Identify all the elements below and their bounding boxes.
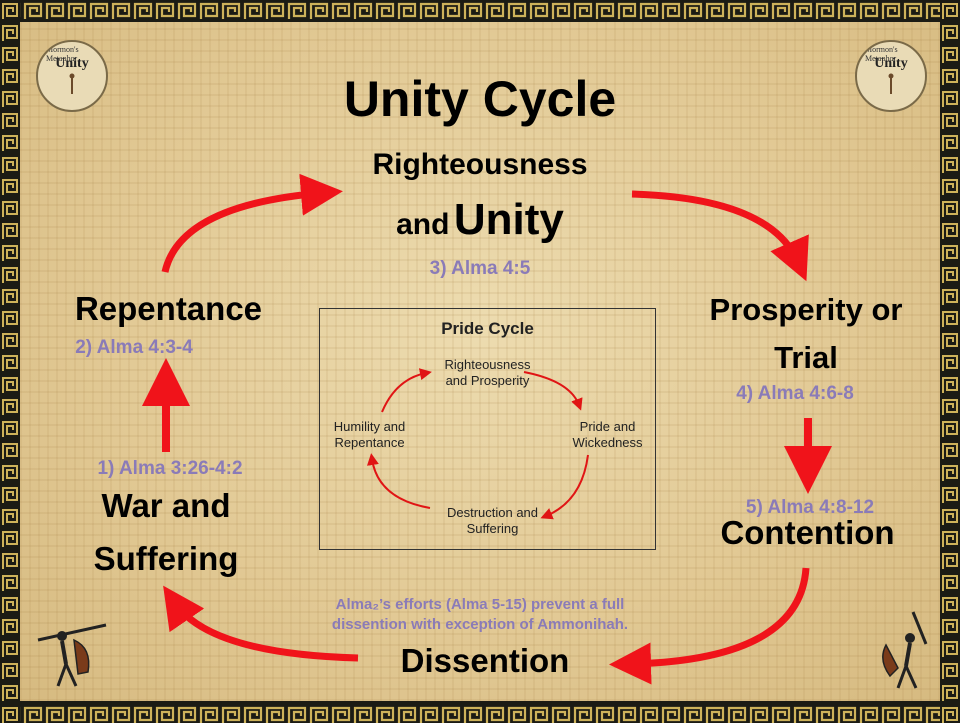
node-dissention-note-line1: Alma₂’s efforts (Alma 5-15) prevent a fu…: [335, 596, 625, 613]
warrior-club-icon: [882, 611, 928, 689]
logo-text: Unity: [55, 56, 89, 71]
node-war-line1: War and: [101, 487, 231, 524]
logo-text: Unity: [874, 56, 908, 71]
warrior-spear-icon: [37, 623, 107, 687]
pride-node-left-line2: Repentance: [334, 435, 405, 451]
pride-node-left-line1: Humility and: [333, 419, 406, 434]
node-dissention-label: Dissention: [400, 642, 570, 679]
node-war-ref: 1) Alma 3:26-4:2: [97, 458, 243, 479]
node-dissention-note-line2: dissention with exception of Ammonihah.: [331, 616, 629, 633]
node-righteousness-unity: Unity: [453, 195, 564, 244]
pride-node-bottom-line1: Destruction and: [446, 505, 539, 520]
node-war-line2: Suffering: [93, 540, 239, 577]
page-title: Unity Cycle: [343, 71, 617, 127]
pride-node-bottom-line2: Suffering: [466, 521, 519, 537]
logo-right: Unity Mormon's Metaphor: [855, 40, 927, 112]
pride-node-right-line1: Pride and: [579, 419, 636, 434]
arrow-repentance-to-righteousness: [161, 173, 343, 273]
pride-node-right: Pride and Wickedness: [560, 419, 655, 452]
warrior-icon: [69, 73, 75, 94]
pride-cycle-title: Pride Cycle: [441, 319, 534, 338]
node-prosperity-line2: Trial: [774, 340, 838, 375]
pride-node-top-line2: and Prosperity: [445, 373, 530, 389]
pride-node-bottom: Destruction and Suffering: [425, 505, 560, 538]
node-prosperity-line1: Prosperity or: [709, 292, 903, 327]
node-contention-label: Contention: [720, 514, 895, 551]
warrior-icon: [888, 73, 894, 94]
pride-node-top-line1: Righteousness: [444, 357, 531, 372]
node-righteousness-ref: 3) Alma 4:5: [429, 258, 531, 279]
node-repentance-ref: 2) Alma 4:3-4: [75, 337, 193, 358]
node-righteousness-line1: Righteousness: [372, 148, 588, 181]
logo-arc-text: Mormon's Metaphor: [865, 45, 898, 63]
node-prosperity-ref: 4) Alma 4:6-8: [736, 383, 854, 404]
node-righteousness-line2: and Unity: [330, 195, 630, 245]
pride-cycle-arrows: [366, 368, 589, 520]
arrow-contention-to-dissention: [609, 567, 810, 685]
node-righteousness-and: and: [396, 208, 450, 241]
node-contention-ref: 5) Alma 4:8-12: [745, 497, 875, 518]
pride-node-left: Humility and Repentance: [322, 419, 417, 452]
pride-cycle-diagram: Pride Cycle Righteousness and Prosperity…: [319, 308, 656, 550]
arrow-righteousness-to-prosperity: [631, 190, 809, 282]
node-repentance-label: Repentance: [74, 290, 263, 327]
pride-node-right-line2: Wickedness: [572, 435, 643, 451]
logo-left: Unity Mormon's Metaphor: [36, 40, 108, 112]
logo-arc-text: Mormon's Metaphor: [46, 45, 79, 63]
pride-node-top: Righteousness and Prosperity: [415, 357, 560, 390]
arrow-dissention-to-war: [163, 585, 359, 662]
